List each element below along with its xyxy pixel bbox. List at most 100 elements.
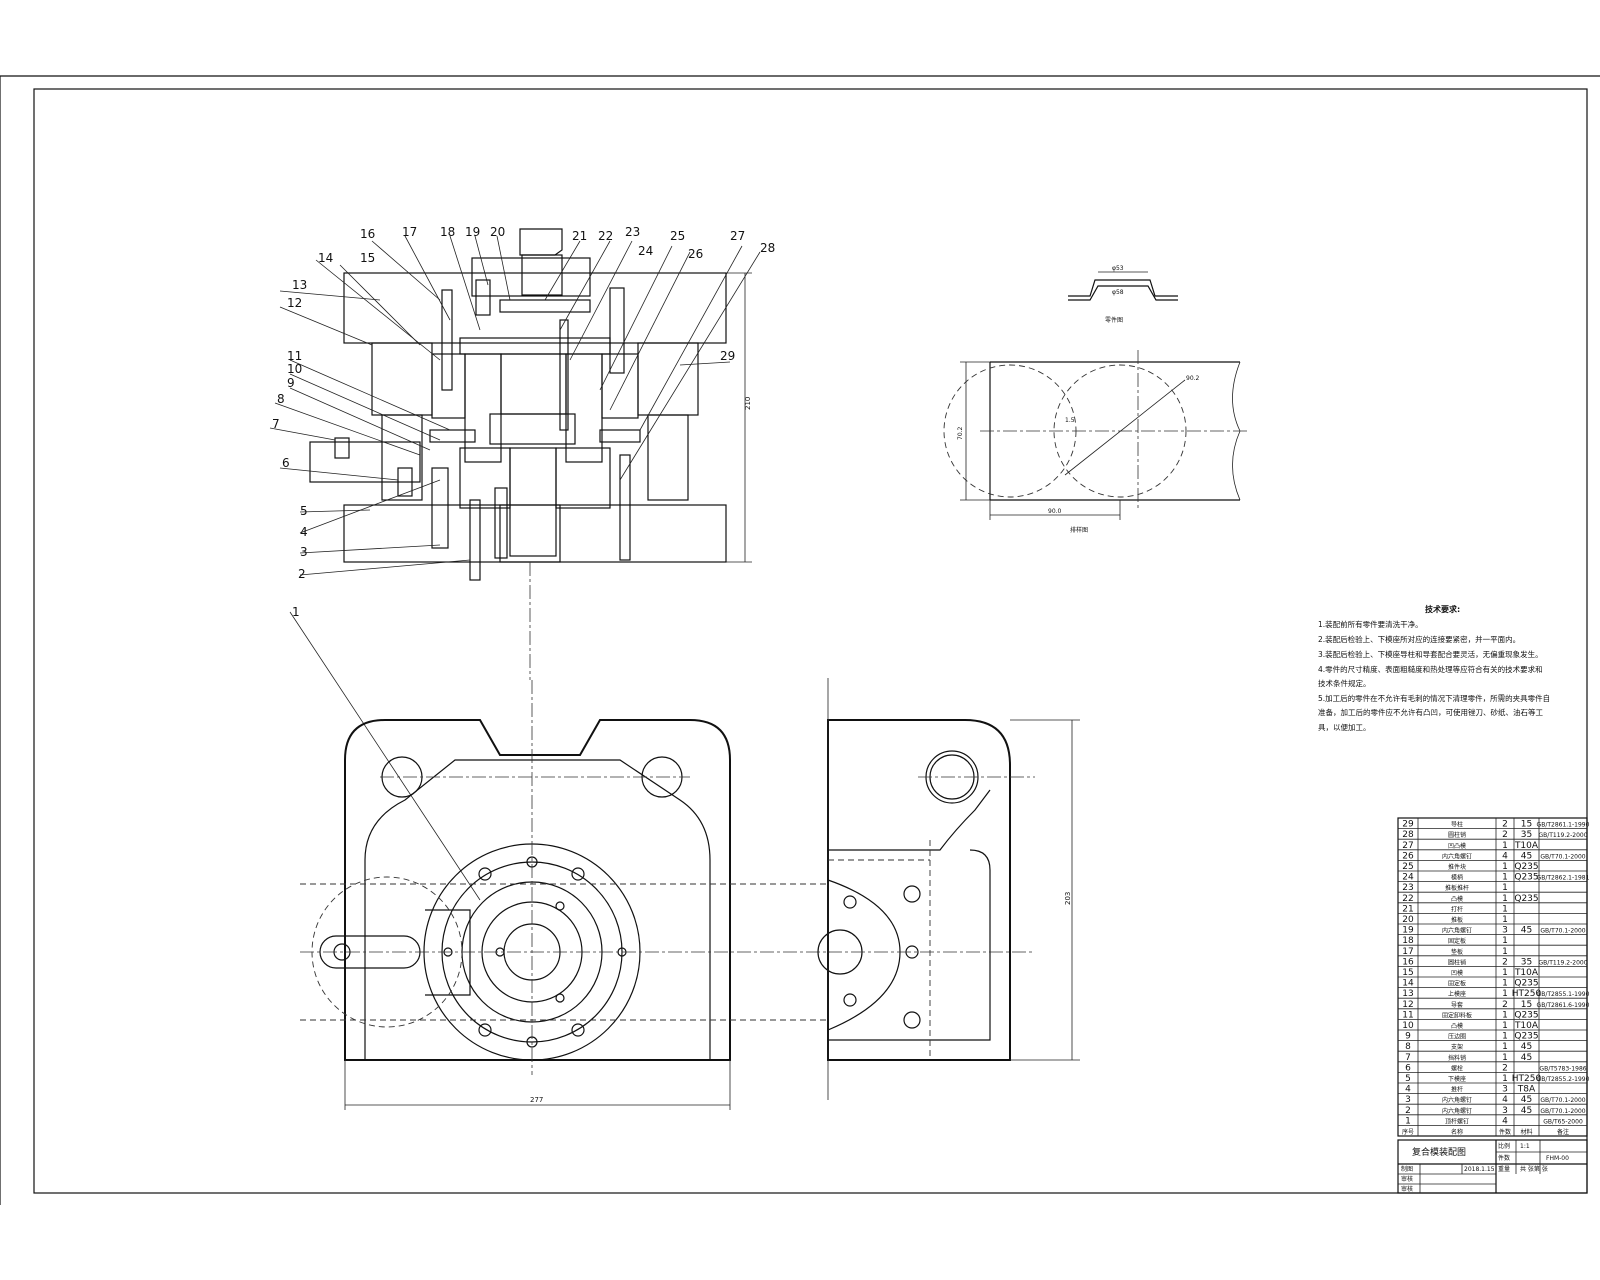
bom-cell-no: 10 xyxy=(1402,1021,1414,1031)
bom-cell-qty: 1 xyxy=(1502,989,1508,999)
bom-cell-qty: 2 xyxy=(1502,1063,1508,1073)
bom-cell-note: GB/T2861.1-1990 xyxy=(1537,822,1590,829)
bom-cell-name: 上模座 xyxy=(1448,990,1466,998)
bom-cell-no: 21 xyxy=(1402,904,1413,914)
bom-cell-qty: 3 xyxy=(1502,1085,1508,1095)
bom-cell-qty: 2 xyxy=(1502,957,1508,967)
bom-cell-qty: 2 xyxy=(1502,820,1508,830)
bom-cell-name: 内六角螺钉 xyxy=(1442,852,1472,860)
bom-cell-no: 26 xyxy=(1402,851,1414,861)
part-label-19: 19 xyxy=(465,225,480,239)
bom-cell-note: GB/T70.1-2000 xyxy=(1540,853,1585,860)
bom-cell-no: 15 xyxy=(1402,968,1413,978)
bom-cell-name: 垫板 xyxy=(1451,948,1463,956)
part-label-8: 8 xyxy=(277,392,285,406)
plan-width-dim: 277 xyxy=(530,1096,543,1104)
bom-cell-no: 19 xyxy=(1402,926,1414,936)
drawing-date: 2018.1.15 xyxy=(1464,1166,1495,1173)
bom-cell-no: 18 xyxy=(1402,936,1414,946)
requirement-3: 3.装配后检验上、下模座导柱和导套配合要灵活，无偏重现象发生。 xyxy=(1318,649,1543,659)
bom-cell-no: 29 xyxy=(1402,820,1414,830)
bom-cell-material: Q235 xyxy=(1514,894,1538,904)
drawing-title: 复合模装配图 xyxy=(1412,1146,1466,1158)
bom-cell-note: GB/T70.1-2000 xyxy=(1540,928,1585,935)
strip-layout: 90.2 70.2 90.0 1.5 排样图 xyxy=(943,350,1250,534)
bom-header-qty: 件数 xyxy=(1499,1128,1511,1136)
bom-cell-name: 内六角螺钉 xyxy=(1442,1107,1472,1115)
bom-cell-no: 17 xyxy=(1402,947,1413,957)
bom-cell-note: GB/T2855.2-1990 xyxy=(1537,1076,1590,1083)
bom-cell-material: 45 xyxy=(1521,926,1532,936)
bom-cell-name: 推板推杆 xyxy=(1445,884,1469,892)
bom-cell-material: 35 xyxy=(1521,830,1532,840)
bom-cell-material: Q235 xyxy=(1514,979,1538,989)
bom-cell-name: 圆柱销 xyxy=(1448,831,1466,839)
bom-cell-no: 11 xyxy=(1402,1010,1413,1020)
bom-cell-qty: 4 xyxy=(1502,1116,1508,1126)
bom-cell-no: 27 xyxy=(1402,841,1413,851)
bom-cell-note: GB/T119.2-2000 xyxy=(1538,959,1587,966)
part-label-23: 23 xyxy=(625,225,640,239)
bom-cell-material: 45 xyxy=(1521,1106,1532,1116)
strip-step-dim: 1.5 xyxy=(1065,417,1075,424)
bom-cell-name: 内六角螺钉 xyxy=(1442,927,1472,935)
bom-cell-name: 固定板 xyxy=(1448,937,1466,945)
bom-cell-note: GB/T5783-1986 xyxy=(1539,1065,1586,1072)
bom-header-no: 序号 xyxy=(1402,1128,1414,1136)
bom-cell-name: 导柱 xyxy=(1451,821,1463,829)
svg-text:90.0: 90.0 xyxy=(1048,508,1062,515)
requirement-5: 技术条件规定。 xyxy=(1318,678,1371,688)
bom-cell-material: T8A xyxy=(1517,1085,1536,1095)
bom-cell-no: 28 xyxy=(1402,830,1414,840)
part-label-7: 7 xyxy=(272,417,280,431)
bom-cell-qty: 2 xyxy=(1502,830,1508,840)
weight-label: 重量 xyxy=(1498,1165,1510,1173)
plan-height-dim: 203 xyxy=(1064,892,1072,905)
part-label-24: 24 xyxy=(638,244,653,258)
checker-label: 审核 xyxy=(1401,1175,1413,1183)
part-label-22: 22 xyxy=(598,229,613,243)
bom-cell-qty: 1 xyxy=(1502,947,1508,957)
bom-cell-qty: 1 xyxy=(1502,841,1508,851)
bom-cell-no: 4 xyxy=(1405,1085,1411,1095)
side-view: 203 xyxy=(817,678,1080,1100)
bom-cell-name: 推件块 xyxy=(1448,863,1466,871)
designer-label: 制图 xyxy=(1401,1165,1413,1173)
bom-cell-no: 1 xyxy=(1405,1116,1411,1126)
bom-cell-material: 45 xyxy=(1521,851,1532,861)
bom-cell-material: T10A xyxy=(1514,968,1539,978)
bom-cell-no: 16 xyxy=(1402,957,1414,967)
bom-header-name: 名称 xyxy=(1451,1128,1463,1136)
part-label-6: 6 xyxy=(282,456,290,470)
requirement-2: 2.装配后检验上、下模座所对应的连接要紧密，并一平面内。 xyxy=(1318,634,1520,644)
bom-cell-qty: 1 xyxy=(1502,883,1508,893)
requirement-7: 准备，加工后的零件应不允许有凸凹，可使用锉刀、砂纸、油石等工 xyxy=(1318,707,1543,717)
part-leaders xyxy=(269,235,761,901)
bom-cell-name: 圆柱销 xyxy=(1448,958,1466,966)
bom-cell-note: GB/T119.2-2000 xyxy=(1538,832,1587,839)
bom-cell-name: 打杆 xyxy=(1451,905,1463,913)
part-label-27: 27 xyxy=(730,229,745,243)
bom-cell-note: GB/T2855.1-1990 xyxy=(1537,991,1590,998)
scale-value: 1:1 xyxy=(1520,1143,1530,1150)
part-label-1: 1 xyxy=(292,605,300,619)
bom-cell-no: 23 xyxy=(1402,883,1413,893)
part-label-10: 10 xyxy=(287,362,302,376)
plan-view: 277 xyxy=(300,680,830,1110)
bom-cell-no: 8 xyxy=(1405,1042,1411,1052)
bom-cell-note: GB/T2861.6-1990 xyxy=(1537,1002,1590,1009)
bom-cell-material: 45 xyxy=(1521,1095,1532,1105)
bom-cell-name: 下模座 xyxy=(1448,1075,1466,1083)
bom-cell-material: Q235 xyxy=(1514,862,1538,872)
sheet-frame xyxy=(0,75,1600,1205)
bom-cell-no: 25 xyxy=(1402,862,1413,872)
bom-cell-material: HT250 xyxy=(1512,1074,1542,1084)
part-label-28: 28 xyxy=(760,241,775,255)
bom-cell-name: 压边圈 xyxy=(1448,1033,1466,1041)
bom-cell-qty: 4 xyxy=(1502,1095,1508,1105)
part-label-16: 16 xyxy=(360,227,375,241)
bom-cell-name: 顶杆螺钉 xyxy=(1445,1117,1469,1125)
height-dim: 210 xyxy=(744,397,752,410)
requirements-title: 技术要求: xyxy=(1425,604,1460,614)
bom-cell-material: 15 xyxy=(1521,1000,1532,1010)
